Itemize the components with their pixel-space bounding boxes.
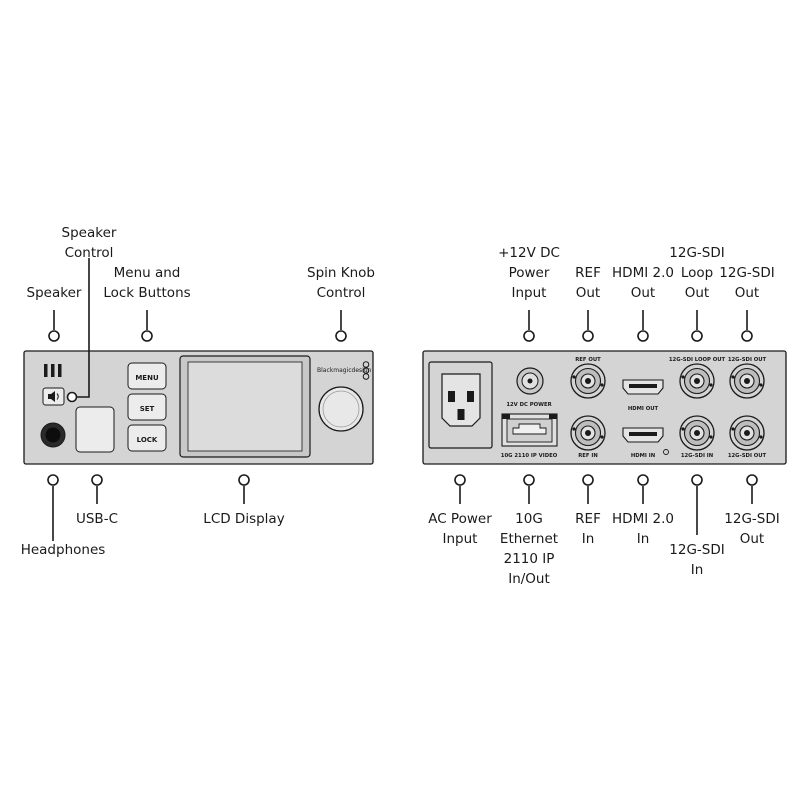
lcd-screen [187,361,303,452]
label-usb-c-text: USB-C [75,511,118,527]
set-button[interactable]: SET [127,393,167,421]
label-menu-lock: Menu and Lock Buttons [92,263,202,303]
label-line: 12G-SDI [724,511,780,527]
volume-icon [48,391,55,402]
label-line: Loop [680,265,714,281]
set-button-label: SET [140,405,155,413]
label-line: HDMI 2.0 [612,265,674,281]
sdi-out-bottom-connector[interactable] [729,415,765,451]
label-lcd-display: LCD Display [184,509,304,529]
brand-circles-icon [362,361,370,380]
label-ref-in: REF In [558,509,618,549]
label-speaker: Speaker [14,283,94,303]
label-line: +12V DC [498,245,560,261]
rear-callouts [454,310,758,535]
sdi-out-top-connector[interactable] [729,363,765,399]
sdi-in-port-label: 12G-SDI IN [681,453,713,459]
ref-in-port-label: REF IN [578,453,598,459]
label-line: 12G-SDI [719,265,775,281]
label-line: Out [630,285,656,301]
label-line: Lock Buttons [103,285,191,301]
speaker-control-button[interactable] [42,387,65,406]
label-spin-knob: Spin Knob Control [291,263,391,303]
label-line: In [581,531,595,547]
label-line: Out [575,285,601,301]
label-line: 2110 IP [503,551,555,567]
label-hdmi-in: HDMI 2.0 In [608,509,678,549]
label-dc-power: +12V DC Power Input [484,243,574,303]
lock-button[interactable]: LOCK [127,424,167,452]
label-hdmi-out: HDMI 2.0 Out [608,263,678,303]
hdmi-out-port[interactable] [622,379,664,395]
label-line: Control [64,245,114,261]
label-sdi-in: 12G-SDI In [662,540,732,580]
rear-panel: 12V DC POWER 10G 2110 IP VIDEO REF OUT R… [422,350,787,465]
usb-c-panel[interactable] [75,406,115,453]
front-callouts [47,258,347,541]
menu-button-label: MENU [135,374,159,382]
speaker-grille-icon [44,364,62,377]
hdmi-in-port-label: HDMI IN [631,453,655,459]
label-line: 12G-SDI [669,245,725,261]
label-line: Out [734,285,760,301]
sdi-out-bottom-port-label: 12G-SDI OUT [728,453,767,459]
front-panel: MENU SET LOCK Blackmagicdesign [23,350,374,465]
label-usb-c: USB-C [62,509,132,529]
ref-out-connector[interactable] [570,363,606,399]
label-ac-power: AC Power Input [420,509,500,549]
label-speaker-control: Speaker Control [49,223,129,263]
label-line: Input [442,531,478,547]
label-headphones-text: Headphones [20,542,106,558]
label-line: Speaker [61,225,117,241]
label-headphones: Headphones [13,540,113,560]
label-line: In [636,531,650,547]
label-lcd-display-text: LCD Display [203,511,285,527]
label-line: Control [316,285,366,301]
sdi-out-top-port-label: 12G-SDI OUT [728,357,767,363]
label-speaker-text: Speaker [26,285,82,301]
label-line: In/Out [508,571,550,587]
chassis-screw [663,449,669,455]
label-line: Input [511,285,547,301]
label-line: In [690,562,704,578]
lock-button-label: LOCK [137,436,158,444]
ref-in-connector[interactable] [570,415,606,451]
ac-power-inlet[interactable] [428,361,493,449]
dc-power-connector[interactable] [516,367,544,395]
ethernet-port-label: 10G 2110 IP VIDEO [501,453,558,459]
ethernet-port[interactable] [501,413,558,447]
label-sdi-loop-out: 12G-SDI Loop Out [667,243,727,303]
menu-button[interactable]: MENU [127,362,167,390]
ref-out-port-label: REF OUT [575,357,601,363]
label-line: REF [575,265,601,281]
sdi-loop-out-port-label: 12G-SDI LOOP OUT [669,357,726,363]
label-ethernet: 10G Ethernet 2110 IP In/Out [494,509,564,589]
label-ref-out: REF Out [558,263,618,303]
label-line: Ethernet [499,531,559,547]
label-line: 12G-SDI [669,542,725,558]
label-line: Spin Knob [307,265,375,281]
label-sdi-out-bottom: 12G-SDI Out [717,509,787,549]
label-line: Menu and [113,265,181,281]
label-line: HDMI 2.0 [612,511,674,527]
sdi-in-connector[interactable] [679,415,715,451]
label-line: Out [684,285,710,301]
label-sdi-out-top: 12G-SDI Out [717,263,777,303]
sdi-loop-out-connector[interactable] [679,363,715,399]
dc-power-port-label: 12V DC POWER [506,402,551,408]
label-line: REF [575,511,601,527]
label-line: Out [739,531,765,547]
label-line: Power [508,265,550,281]
brand-logo: Blackmagicdesign [317,367,372,374]
spin-knob[interactable] [318,386,364,432]
hdmi-out-port-label: HDMI OUT [628,406,659,412]
hdmi-in-port[interactable] [622,427,664,443]
label-line: AC Power [428,511,492,527]
headphone-jack[interactable] [40,422,66,448]
label-line: 10G [515,511,543,527]
